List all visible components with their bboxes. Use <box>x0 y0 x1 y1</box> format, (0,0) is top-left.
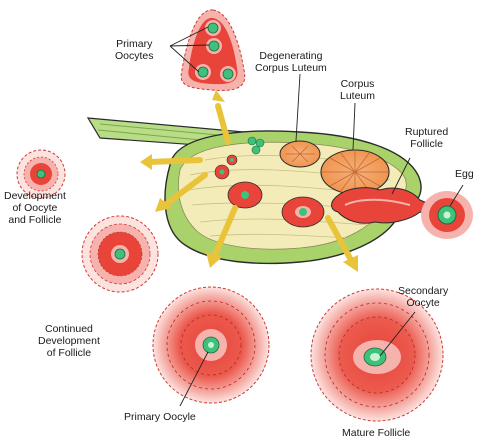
label-line: Follicle <box>410 138 443 150</box>
label-line: Degenerating <box>259 50 323 62</box>
label-secondary-oocyte: Secondary Oocyte <box>398 285 448 309</box>
label-line: and Follicle <box>8 214 62 226</box>
label-line: Mature Follicle <box>342 427 411 439</box>
developing-follicle-small <box>16 149 66 199</box>
arrows <box>147 103 355 265</box>
primary-oocytes-cluster <box>180 9 246 91</box>
mature-follicle <box>310 288 444 422</box>
label-degenerating-corpus-luteum: Degenerating Corpus Luteum <box>255 50 327 74</box>
primordial-follicle-cluster <box>247 136 265 155</box>
label-primary-oocytes: Primary Oocytes <box>115 38 154 62</box>
label-continued-development: Continued Development of Follicle <box>38 323 100 359</box>
degenerating-corpus-luteum <box>279 140 321 168</box>
label-ruptured-follicle: Ruptured Follicle <box>405 126 448 150</box>
egg <box>421 191 473 239</box>
label-line: of Follicle <box>46 347 92 359</box>
corpus-luteum <box>320 149 390 195</box>
label-line: Secondary <box>398 285 449 297</box>
label-line: Primary <box>116 38 153 50</box>
label-primary-oocyte: Primary Oocyle <box>124 411 196 423</box>
internal-follicles <box>214 154 325 228</box>
label-line: Oocytes <box>115 50 154 62</box>
label-line: Corpus <box>340 78 375 90</box>
label-line: Development <box>38 335 100 347</box>
label-line: Primary Oocyle <box>124 411 196 423</box>
label-corpus-luteum: Corpus Luteum <box>340 78 375 102</box>
label-line: Ruptured <box>405 126 449 138</box>
label-line: of Oocyte <box>12 202 58 214</box>
continued-follicle <box>152 286 270 404</box>
label-mature-follicle: Mature Follicle <box>342 427 410 439</box>
label-line: Continued <box>45 323 93 335</box>
label-line: Luteum <box>340 90 376 102</box>
label-development-oocyte-follicle: Development of Oocyte and Follicle <box>4 190 66 226</box>
label-line: Development <box>4 190 66 202</box>
label-line: Corpus Luteum <box>255 62 327 74</box>
label-egg: Egg <box>455 168 474 180</box>
arrowheads <box>140 90 358 272</box>
leader-lines <box>169 26 464 407</box>
developing-follicle-medium <box>81 215 159 293</box>
label-line: Egg <box>455 168 474 180</box>
label-line: Oocyte <box>406 297 440 309</box>
